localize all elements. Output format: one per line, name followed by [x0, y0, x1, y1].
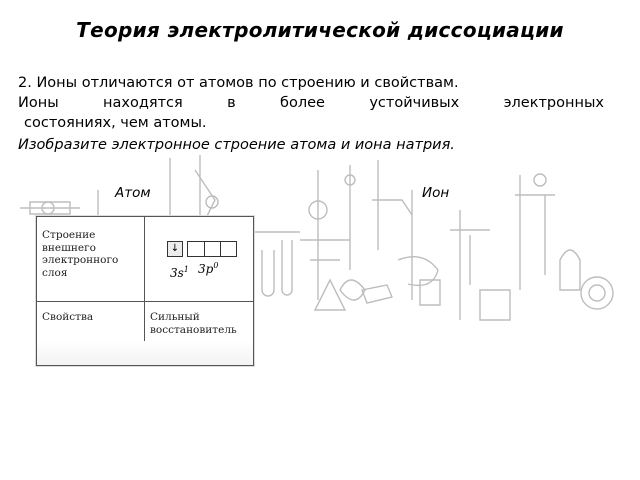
s-orbital-label: 3s1	[170, 265, 189, 280]
table-divider-horizontal	[37, 301, 253, 302]
column-label-atom: Атом	[115, 185, 151, 201]
s-orbital-box: ↓	[167, 241, 183, 257]
table-shading	[37, 341, 253, 365]
paragraph-line-1: 2. Ионы отличаются от атомов по строению…	[18, 75, 459, 91]
paragraph-line-3: состояниях, чем атомы.	[24, 115, 207, 131]
row-label-structure: Строение внешнего электронного слоя	[42, 229, 119, 279]
p-orbital-label: 3p0	[198, 261, 219, 276]
p-orbital-boxes	[187, 241, 237, 257]
row-label-properties: Свойства	[42, 311, 94, 323]
task-instruction: Изобразите электронное строение атома и …	[18, 137, 455, 153]
atom-property-value: Сильный восстановитель	[150, 311, 237, 336]
comparison-table: Строение внешнего электронного слоя ↓ 3s…	[36, 216, 254, 366]
paragraph-line-2: Ионы находятся в более устойчивых электр…	[18, 95, 604, 111]
page-title: Теория электролитической диссоциации	[76, 18, 564, 42]
table-divider-vertical	[144, 217, 145, 365]
column-label-ion: Ион	[422, 185, 450, 201]
electron-arrow: ↓	[170, 243, 180, 254]
